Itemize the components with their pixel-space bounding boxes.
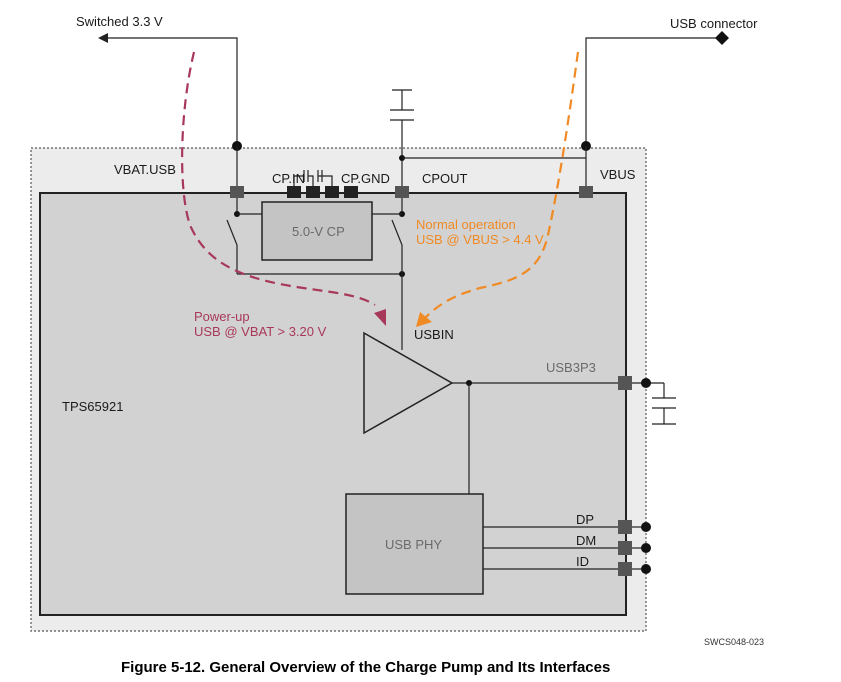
chip-label: TPS65921 [62,399,123,414]
usb3p3-ext-node [641,378,651,388]
pin-vbus [579,186,593,198]
pin-cp-in-2 [306,186,320,198]
usb-connector-diamond [715,31,729,45]
normal-arrowhead [416,312,432,327]
id-ext-node [641,564,651,574]
dp-ext-node [641,522,651,532]
dp-label: DP [576,512,594,527]
cp-block-label: 5.0-V CP [292,224,345,239]
usbin-label: USBIN [414,327,454,342]
cpout-switch-blade [391,219,403,246]
pin-dp [618,520,632,534]
powerup-path [181,51,376,306]
dm-ext-node [641,543,651,553]
switched-arrowhead [98,33,108,43]
pin-cpout [395,186,409,198]
pin-vbat-usb [230,186,244,198]
usb-connector-wire [585,37,716,146]
dm-label: DM [576,533,596,548]
normal-label-2: USB @ VBUS > 4.4 V [416,232,544,247]
pin-cp-gnd-2 [344,186,358,198]
pin-cp-in-1 [287,186,301,198]
flying-cap-2 [317,170,333,186]
cpout-label: CPOUT [422,171,468,186]
normal-label-1: Normal operation [416,217,516,232]
ref-code: SWCS048-023 [704,637,764,647]
normal-path [424,51,580,319]
vbat-switch-blade [226,219,238,246]
powerup-label-2: USB @ VBAT > 3.20 V [194,324,327,339]
switched-label: Switched 3.3 V [76,14,163,29]
flying-cap-1 [293,170,314,186]
pin-id [618,562,632,576]
usb-phy-label: USB PHY [385,537,442,552]
usb-regulator-triangle [363,331,454,435]
vbat-usb-label: VBAT.USB [114,162,176,177]
vbus-label: VBUS [600,167,636,182]
powerup-label-1: Power-up [194,309,250,324]
usb-phy-block [345,493,484,595]
switched-3v3-wire [105,37,238,145]
id-label: ID [576,554,589,569]
chip-body [39,192,627,616]
pin-cp-gnd-1 [325,186,339,198]
figure-caption: Figure 5-12. General Overview of the Cha… [121,659,610,676]
pin-dm [618,541,632,555]
pin-usb3p3 [618,376,632,390]
cp-gnd-label: CP.GND [341,171,390,186]
usb3p3-label: USB3P3 [546,360,596,375]
powerup-arrowhead [374,309,386,326]
usb-connector-label: USB connector [670,16,758,31]
cp-block [261,201,373,261]
cp-in-label: CP.IN [272,171,305,186]
